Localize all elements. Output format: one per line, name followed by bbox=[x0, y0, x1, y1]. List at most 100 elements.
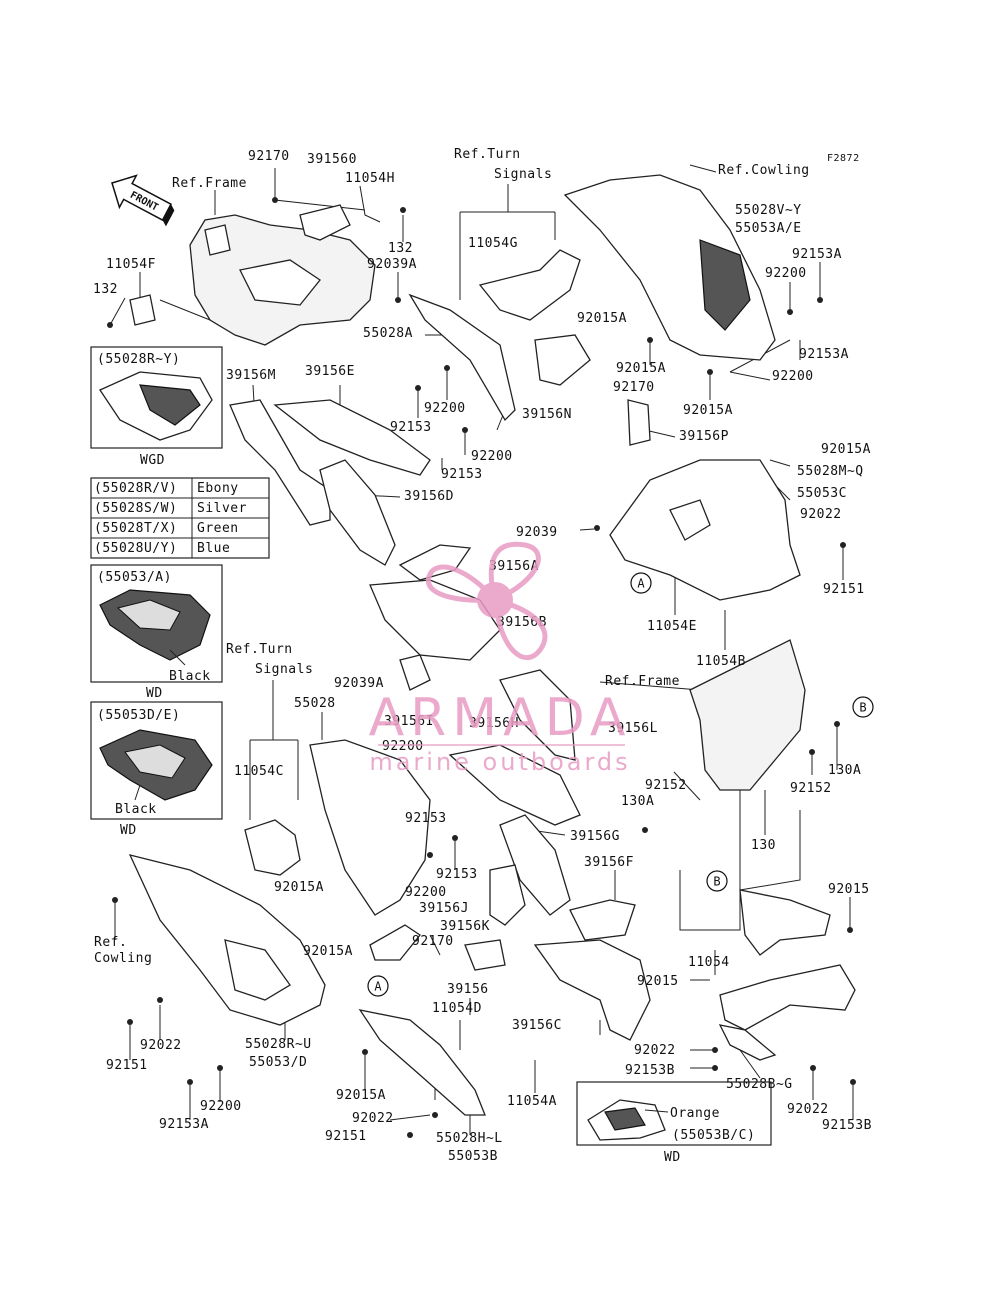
part-label-p92200-l2: 92200 bbox=[471, 449, 513, 464]
part-label-p39156A: 39156A bbox=[489, 559, 539, 574]
part-label-p92200-mid2: 92200 bbox=[405, 885, 447, 900]
part-label-p132-a: 132 bbox=[388, 241, 413, 256]
part-shapes bbox=[107, 174, 856, 1138]
front-arrow-icon: FRONT bbox=[111, 174, 175, 227]
color-table-code-3: (55028U/Y) bbox=[94, 541, 177, 556]
color-table-color-2: Green bbox=[197, 521, 239, 536]
inset-wgd-header: (55028R~Y) bbox=[97, 352, 180, 367]
inset-wd2-note: Black bbox=[115, 802, 157, 817]
inset-wd1-header: (55053/A) bbox=[97, 570, 172, 585]
part-label-ref-frame-top: Ref.Frame bbox=[172, 176, 247, 191]
part-label-p92152-mid: 92152 bbox=[645, 778, 687, 793]
color-table-color-0: Ebony bbox=[197, 481, 239, 496]
part-label-p55028-mid: 55028 bbox=[294, 696, 336, 711]
part-label-p132-b: 132 bbox=[93, 282, 118, 297]
inset-wd2-caption: WD bbox=[120, 823, 137, 838]
inset-wd-orange: Orange (55053B/C) WD bbox=[576, 1081, 772, 1165]
part-label-p130: 130 bbox=[751, 838, 776, 853]
part-label-p92022-l: 92022 bbox=[140, 1038, 182, 1053]
part-label-p55053C: 55053C bbox=[797, 486, 847, 501]
part-label-p130A-mid: 130A bbox=[621, 794, 654, 809]
part-label-p92015A-low: 92015A bbox=[336, 1088, 386, 1103]
part-label-p92015A-l2: 92015A bbox=[303, 944, 353, 959]
part-label-p92022-r: 92022 bbox=[800, 507, 842, 522]
part-label-p92153-l1: 92153 bbox=[390, 420, 432, 435]
part-label-p92153A-r1: 92153A bbox=[792, 247, 842, 262]
part-label-p92153B-mid: 92153B bbox=[625, 1063, 675, 1078]
part-label-ref-turn-top-1: Ref.Turn bbox=[454, 147, 521, 162]
watermark-tagline: marine outboards bbox=[369, 748, 630, 776]
part-label-p39156E: 39156E bbox=[305, 364, 355, 379]
part-label-p39156F: 39156F bbox=[584, 855, 634, 870]
part-label-p55028A: 55028A bbox=[363, 326, 413, 341]
part-label-p92151-l: 92151 bbox=[106, 1058, 148, 1073]
inset-wd3-code: (55053B/C) bbox=[672, 1128, 755, 1143]
part-label-p39156N: 39156N bbox=[522, 407, 572, 422]
inset-wd-black-1: (55053/A) Black WD bbox=[90, 564, 223, 701]
callout-A-1-circle bbox=[630, 572, 652, 594]
part-label-p92153-l2: 92153 bbox=[441, 467, 483, 482]
part-label-ref-cowling-low-1: Ref. bbox=[94, 935, 127, 950]
part-label-p391560: 391560 bbox=[307, 152, 357, 167]
part-label-p39156G: 39156G bbox=[570, 829, 620, 844]
part-label-p11054G: 11054G bbox=[468, 236, 518, 251]
color-table-color-3: Blue bbox=[197, 541, 230, 556]
part-label-p92200-r1: 92200 bbox=[765, 266, 807, 281]
inset-wd3-caption: WD bbox=[664, 1150, 681, 1165]
part-label-p92015A-mid2: 92015A bbox=[616, 361, 666, 376]
part-label-p92153B-r: 92153B bbox=[822, 1118, 872, 1133]
part-label-p92200-mid: 92200 bbox=[382, 739, 424, 754]
color-table-code-2: (55028T/X) bbox=[94, 521, 177, 536]
part-label-p92039A-top: 92039A bbox=[367, 257, 417, 272]
part-label-p11054E: 11054E bbox=[647, 619, 697, 634]
part-label-ref-turn-mid-2: Signals bbox=[255, 662, 313, 677]
part-label-p92153-mid: 92153 bbox=[405, 811, 447, 826]
part-label-p92153A-low: 92153A bbox=[159, 1117, 209, 1132]
callout-A-1-letter: A bbox=[637, 577, 645, 591]
part-label-p92022-mid: 92022 bbox=[634, 1043, 676, 1058]
part-label-p39156K: 39156K bbox=[440, 919, 490, 934]
part-label-p92015-r: 92015 bbox=[828, 882, 870, 897]
part-label-p39156L: 39156L bbox=[608, 721, 658, 736]
color-table-color-1: Silver bbox=[197, 501, 247, 516]
callout-A-1: A bbox=[630, 572, 652, 594]
part-label-p11054H: 11054H bbox=[345, 171, 395, 186]
callout-A-2-circle bbox=[367, 975, 389, 997]
callout-A-2: A bbox=[367, 975, 389, 997]
part-label-p92151-r: 92151 bbox=[823, 582, 865, 597]
part-label-p11054B: 11054B bbox=[696, 654, 746, 669]
part-label-p92015-r2: 92015 bbox=[637, 974, 679, 989]
part-label-p11054C: 11054C bbox=[234, 764, 284, 779]
part-label-p55028VY: 55028V~Y bbox=[735, 203, 802, 218]
part-label-p92022-low: 92022 bbox=[352, 1111, 394, 1126]
part-label-ref-cowling-top: Ref.Cowling bbox=[718, 163, 810, 178]
part-label-p92170-top: 92170 bbox=[248, 149, 290, 164]
part-label-p92170-mid: 92170 bbox=[613, 380, 655, 395]
part-label-p92152-r: 92152 bbox=[790, 781, 832, 796]
part-label-ref-cowling-low-2: Cowling bbox=[94, 951, 152, 966]
part-label-p55028RU: 55028R~U bbox=[245, 1037, 312, 1052]
part-label-p39156: 39156 bbox=[447, 982, 489, 997]
part-label-p92151-low: 92151 bbox=[325, 1129, 367, 1144]
part-label-p92015A-mid3: 92015A bbox=[683, 403, 733, 418]
part-label-p92200-low: 92200 bbox=[200, 1099, 242, 1114]
callout-B-2-letter: B bbox=[713, 875, 720, 889]
callout-B-2: B bbox=[706, 870, 728, 892]
inset-wd1-caption: WD bbox=[146, 686, 163, 701]
color-table: (55028R/V) Ebony (55028S/W) Silver (5502… bbox=[90, 477, 270, 559]
part-label-p55053B: 55053B bbox=[448, 1149, 498, 1164]
part-label-p55053AE: 55053A/E bbox=[735, 221, 802, 236]
callout-B-1: B bbox=[852, 696, 874, 718]
inset-wd2-header: (55053D/E) bbox=[97, 708, 180, 723]
callout-B-1-letter: B bbox=[859, 701, 866, 715]
part-label-p92015A-r3: 92015A bbox=[821, 442, 871, 457]
part-label-p55028BG: 55028B~G bbox=[726, 1077, 793, 1092]
color-table-code-1: (55028S/W) bbox=[94, 501, 177, 516]
callout-A-2-letter: A bbox=[374, 980, 382, 994]
part-label-p130A-r: 130A bbox=[828, 763, 861, 778]
callout-B-2-circle bbox=[706, 870, 728, 892]
part-label-p11054D: 11054D bbox=[432, 1001, 482, 1016]
part-label-p55053D: 55053/D bbox=[249, 1055, 307, 1070]
